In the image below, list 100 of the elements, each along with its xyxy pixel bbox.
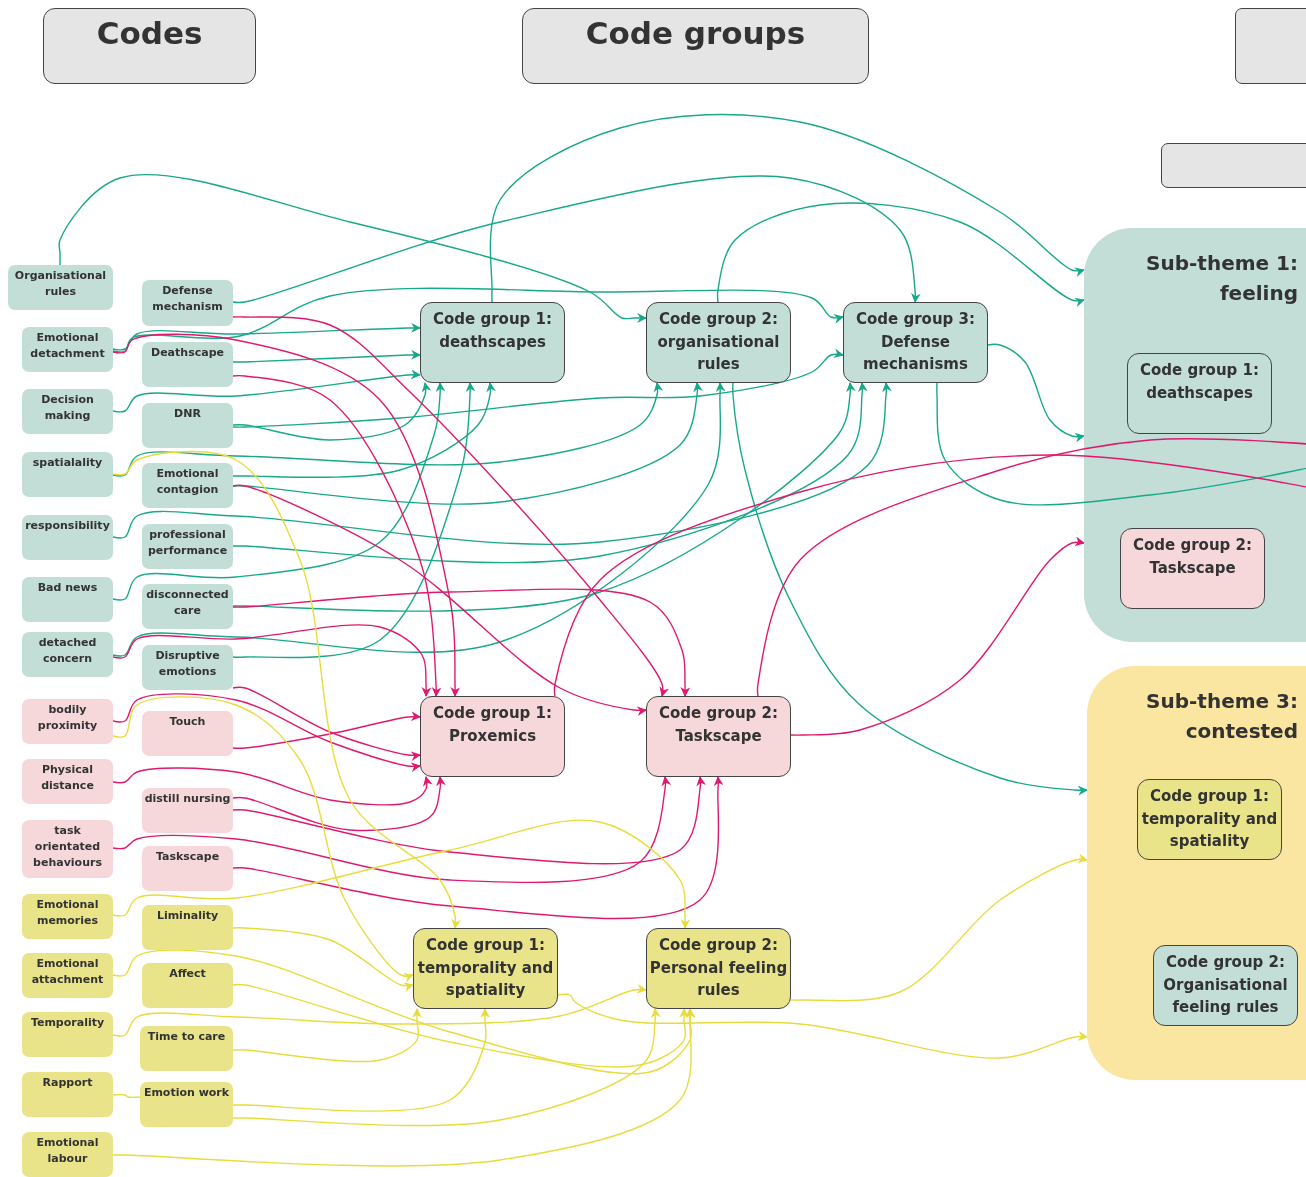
- arrow: [232, 382, 856, 612]
- arrow: [112, 382, 664, 477]
- code-box: [8, 265, 113, 310]
- column-heading: Code groups: [585, 15, 806, 51]
- code-box: [22, 327, 113, 372]
- arrow: [232, 382, 496, 479]
- arrow: [489, 113, 1085, 303]
- node-label: Time to care: [147, 1029, 226, 1045]
- arrow: [112, 696, 414, 983]
- code-box: [142, 905, 233, 950]
- node-label: Emotional detachment: [29, 330, 106, 362]
- code-box: [22, 759, 113, 804]
- node-label: Affect: [169, 966, 206, 982]
- arrow: [112, 983, 647, 1037]
- arrow: [112, 382, 726, 657]
- node-label: Code group 2: Taskscape: [658, 703, 779, 747]
- arrow: [112, 949, 695, 1075]
- code-box: [142, 403, 233, 448]
- node-label: detached concern: [37, 635, 98, 667]
- node-label: Emotional labour: [35, 1135, 100, 1167]
- code-box: [22, 515, 113, 560]
- node-label: Touch: [169, 714, 206, 730]
- arrow: [232, 382, 476, 659]
- code-box: [22, 452, 113, 497]
- node-label: spatialality: [32, 455, 103, 471]
- heading-box: [522, 8, 869, 84]
- code-group-box: [646, 928, 791, 1009]
- arrow: [112, 333, 461, 697]
- arrow: [232, 349, 421, 363]
- connector-line: [936, 382, 1306, 506]
- arrow: [232, 927, 414, 992]
- code-group-box: [413, 928, 558, 1009]
- node-label: Liminality: [156, 908, 219, 924]
- arrow: [790, 536, 1085, 736]
- arrow: [232, 1008, 422, 1063]
- arrow: [232, 776, 446, 832]
- node-label: Code group 3: Defense mechanisms: [855, 309, 976, 375]
- node-label: Code group 1: temporality and spatiality: [1140, 786, 1279, 852]
- code-box: [142, 280, 233, 326]
- arrow: [232, 374, 442, 697]
- code-box: [142, 524, 233, 569]
- arrow: [232, 1008, 661, 1127]
- node-label: distill nursing: [144, 791, 231, 807]
- arrow: [232, 983, 689, 1068]
- sub-theme-panel: [1087, 666, 1306, 1080]
- code-box: [22, 1132, 113, 1177]
- node-label: Code group 1: Proxemics: [432, 703, 553, 747]
- node-label: bodily proximity: [36, 702, 99, 734]
- arrow: [232, 776, 724, 920]
- code-box: [140, 1026, 233, 1071]
- node-label: Code group 1: temporality and spatiality: [416, 935, 555, 1001]
- code-box: [142, 846, 233, 891]
- connector-line: [756, 438, 1306, 697]
- code-box: [22, 953, 113, 998]
- node-label: Code group 2: Organisational feeling rules: [1162, 952, 1289, 1018]
- node-label: disconnected care: [145, 587, 230, 619]
- node-label: DNR: [174, 406, 201, 422]
- code-group-box: [1127, 353, 1272, 434]
- arrow: [232, 686, 421, 761]
- heading-box: [43, 8, 256, 84]
- code-group-box: [1153, 945, 1298, 1026]
- arrow: [58, 173, 647, 323]
- arrow: [112, 819, 691, 929]
- node-label: Disruptive emotions: [154, 648, 221, 680]
- code-box: [142, 342, 233, 387]
- node-label: task orientated behaviours: [32, 823, 103, 871]
- arrow: [112, 1008, 696, 1167]
- code-box: [142, 963, 233, 1008]
- node-label: responsibility: [25, 518, 110, 534]
- node-label: Deathscape: [151, 345, 224, 361]
- arrow: [232, 1008, 490, 1112]
- arrow: [557, 993, 1088, 1059]
- arrow: [112, 624, 432, 697]
- code-group-box: [1137, 779, 1282, 860]
- arrow: [112, 767, 433, 806]
- code-box: [140, 1082, 233, 1127]
- arrow: [232, 776, 706, 865]
- node-label: Code group 2: Personal feeling rules: [649, 935, 788, 1001]
- code-box: [22, 699, 113, 744]
- arrow: [232, 316, 669, 697]
- sub-theme-panel: [1084, 228, 1306, 642]
- code-group-box: [646, 302, 791, 383]
- node-label: Physical distance: [40, 762, 95, 794]
- node-label: Emotional memories: [35, 897, 100, 929]
- code-group-box: [420, 302, 565, 383]
- arrow: [232, 348, 844, 428]
- node-label: Code group 1: deathscapes: [1139, 360, 1260, 404]
- code-group-box: [420, 696, 565, 777]
- node-label: Code group 1: deathscapes: [432, 309, 553, 353]
- code-box: [22, 389, 113, 434]
- arrow: [232, 484, 647, 716]
- arrow: [232, 711, 421, 749]
- arrow: [232, 588, 691, 697]
- node-label: Taskscape: [155, 849, 220, 865]
- code-group-box: [1120, 528, 1265, 609]
- column-heading: Codes: [96, 15, 203, 51]
- arrow: [112, 450, 461, 929]
- node-label: Defense mechanism: [151, 283, 224, 315]
- node-label: Code group 2: Taskscape: [1132, 535, 1253, 579]
- code-box: [142, 584, 233, 629]
